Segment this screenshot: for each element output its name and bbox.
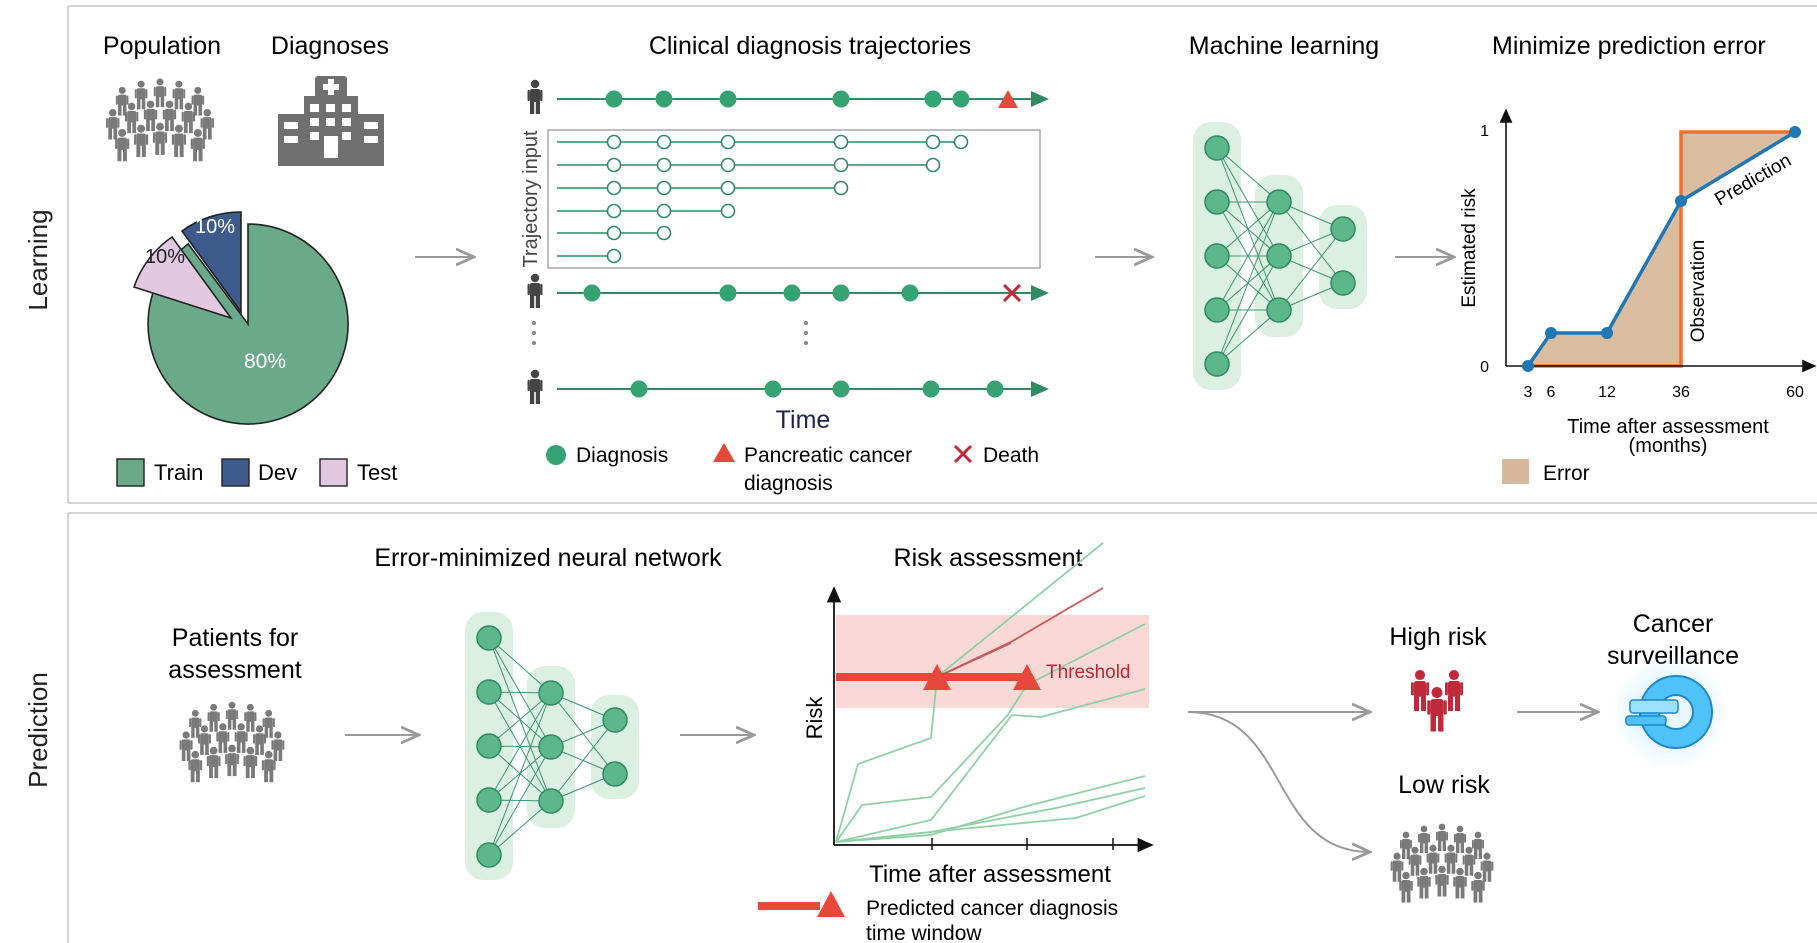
error-xtick-3: 3: [1524, 384, 1533, 401]
patients-label-line2: assessment: [168, 656, 301, 684]
time-label: Time: [776, 406, 831, 434]
window-legend-line2: time window: [866, 922, 982, 943]
error-minimized-network: [465, 612, 639, 880]
error-xlabel-line1: Time after assessment: [1567, 416, 1769, 438]
risk-ylabel: Risk: [802, 696, 827, 740]
population-title: Population: [103, 32, 221, 60]
ml-title: Machine learning: [1189, 32, 1379, 60]
death-marker: [1002, 283, 1022, 303]
prediction-section-label: Prediction: [23, 672, 53, 788]
minimize-title: Minimize prediction error: [1492, 32, 1766, 60]
trajectory-patient-2: [527, 273, 1049, 308]
legend-swatch-dev: [221, 458, 250, 487]
trajectory-input-box: Trajectory input: [520, 129, 1041, 269]
patients-label-line1: Patients for: [172, 624, 298, 652]
legend-diagnosis: Diagnosis: [576, 444, 668, 467]
risk-chart: Threshold Risk Time after assessment: [802, 542, 1154, 888]
risk-title: Risk assessment: [894, 544, 1083, 572]
pie-label-test: 10%: [145, 246, 185, 268]
pie-label-dev: 10%: [195, 216, 235, 238]
pie-slice-test: [132, 235, 234, 320]
error-legend-swatch: [1502, 459, 1529, 484]
threshold-band: [836, 615, 1149, 708]
trajectory-input-label: Trajectory input: [520, 130, 542, 268]
legend-label-train: Train: [154, 460, 203, 485]
pie-label-train: 80%: [244, 350, 286, 373]
population-crowd-icon: [106, 78, 214, 161]
split-pie-chart: 80% 10% 10%: [132, 211, 349, 425]
error-xlabel-line2: (months): [1629, 435, 1708, 457]
error-chart: Prediction Observation Estimated risk 1 …: [1459, 108, 1817, 485]
trajectories-title: Clinical diagnosis trajectories: [649, 32, 971, 60]
patients-crowd-icon: [180, 702, 285, 782]
legend-pancreatic-line1: Pancreatic cancer: [744, 444, 912, 467]
error-ytick-1: 1: [1480, 123, 1489, 140]
low-risk-crowd-icon: [1391, 824, 1494, 903]
trajectory-patient-1: [527, 79, 1049, 114]
window-legend-line1: Predicted cancer diagnosis: [866, 897, 1118, 920]
prediction-panel: [67, 512, 1817, 943]
legend-label-dev: Dev: [258, 460, 297, 485]
pancreatic-legend-icon: [713, 443, 735, 462]
trajectory-legend: Diagnosis Pancreatic cancer diagnosis De…: [546, 443, 1039, 495]
legend-swatch-train: [116, 458, 145, 487]
error-xtick-60: 60: [1786, 384, 1804, 401]
diagnosis-legend-icon: [546, 445, 566, 465]
window-end-marker: [1013, 664, 1041, 690]
nn-title: Error-minimized neural network: [374, 544, 722, 572]
high-risk-label: High risk: [1389, 623, 1487, 651]
legend-label-test: Test: [357, 460, 397, 485]
window-legend: Predicted cancer diagnosis time window: [758, 891, 1118, 943]
error-area: [1528, 132, 1795, 366]
pie-slice-dev: [180, 211, 242, 315]
low-risk-label: Low risk: [1398, 771, 1490, 799]
threshold-label: Threshold: [1046, 662, 1131, 683]
error-ytick-0: 0: [1480, 359, 1489, 376]
surveillance-label-line1: Cancer: [1633, 610, 1714, 638]
error-xtick-36: 36: [1672, 384, 1690, 401]
error-legend-label: Error: [1543, 462, 1590, 485]
risk-split-arrows: [1187, 712, 1368, 852]
learning-section-label: Learning: [23, 209, 53, 310]
pancreatic-cancer-marker: [998, 90, 1018, 108]
ellipsis-dots: [532, 321, 808, 345]
error-xtick-12: 12: [1598, 384, 1616, 401]
death-legend-icon: [953, 444, 973, 464]
trajectory-patient-3: [527, 369, 1049, 404]
ml-neural-network: [1193, 122, 1367, 390]
legend-pancreatic-line2: diagnosis: [744, 472, 833, 495]
learning-panel: [67, 5, 1817, 504]
diagnoses-title: Diagnoses: [271, 32, 389, 60]
high-risk-group-icon: [1411, 669, 1463, 732]
scanner-icon: [1612, 654, 1728, 770]
error-xtick-6: 6: [1547, 384, 1556, 401]
legend-death: Death: [983, 444, 1039, 467]
window-start-marker: [923, 664, 951, 690]
risk-xlabel: Time after assessment: [869, 861, 1111, 888]
error-ylabel: Estimated risk: [1459, 188, 1480, 308]
risk-trajectories: [835, 542, 1146, 843]
observation-label: Observation: [1688, 240, 1709, 342]
pie-legend: Train Dev Test: [116, 458, 397, 487]
legend-swatch-test: [319, 458, 348, 487]
hospital-icon: [278, 76, 384, 166]
